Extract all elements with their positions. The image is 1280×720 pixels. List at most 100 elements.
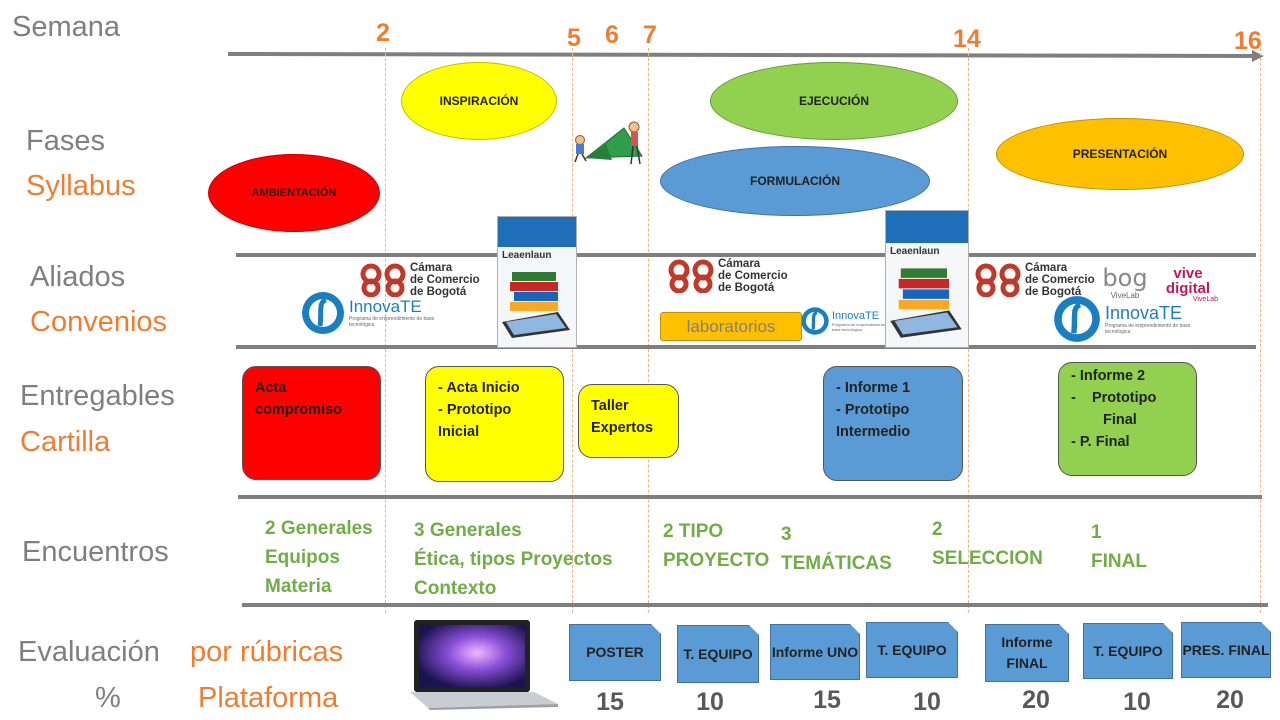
phase-inspiracion: INSPIRACIÓN (401, 62, 557, 140)
phase-ambientacion: AMBIENTACIÓN (208, 154, 380, 232)
week-number: 16 (1234, 27, 1262, 55)
row-label-evaluacion: Evaluación (18, 636, 160, 668)
encounter-line: 1 (1091, 522, 1102, 543)
ccb-logo: Cámara de Comercio de Bogotá (360, 262, 480, 298)
week-guide (385, 48, 386, 613)
laboratorios-label: laboratorios (660, 312, 802, 341)
week-number: 5 (567, 24, 581, 52)
evaluation-item: Informe UNO (770, 624, 860, 680)
row-label-percent: % (95, 682, 121, 714)
evaluation-percent: 15 (813, 686, 841, 714)
row-label-fases: Fases (26, 125, 105, 157)
innovate-subtext: Programa de emprendimiento de base tecno… (349, 316, 435, 328)
evaluation-item: T. EQUIPO (866, 622, 958, 678)
deliverable-card: - Informe 2 - Prototipo Final - P. Final (1058, 362, 1197, 476)
laptop-icon (410, 620, 558, 710)
encounter-line: Ética, tipos Proyectos (414, 549, 613, 570)
ccb-logo: Cámara de Comercio de Bogotá (975, 262, 1095, 298)
deliverable-line: Inicial (438, 424, 480, 440)
books-stack-icon (890, 268, 962, 338)
ccb-emblem-icon (668, 259, 714, 293)
encounter-line: 2 Generales (265, 518, 373, 539)
ccb-text: de Bogotá (410, 286, 467, 298)
deliverable-line: - Acta Inicio (438, 380, 520, 396)
digital-text: digital (1165, 280, 1211, 297)
bog-text: bog (1102, 264, 1148, 292)
ccb-text: Cámara (1025, 262, 1068, 274)
phase-presentacion: PRESENTACIÓN (996, 118, 1244, 190)
innovate-text: InnovaTE (832, 310, 880, 322)
evaluation-percent: 20 (1216, 686, 1244, 714)
encounter-line: Materia (265, 576, 332, 597)
deliverable-line: compromiso (255, 402, 343, 418)
row-separator (242, 603, 1268, 607)
phase-formulacion: FORMULACIÓN (660, 146, 930, 216)
week-number: 6 (605, 21, 619, 49)
ccb-text: Cámara (718, 258, 761, 270)
encounter-line: 3 (781, 524, 792, 545)
deliverable-card: - Informe 1 - Prototipo Intermedio (823, 366, 963, 481)
row-label-semana: Semana (12, 11, 121, 43)
encounter-line: FINAL (1091, 551, 1147, 572)
encounter-line: Contexto (414, 578, 497, 599)
innovate-logo: InnovaTE Programa de emprendimiento de b… (1052, 294, 1200, 344)
deliverable-line: Expertos (591, 420, 654, 436)
week-number: 2 (376, 19, 390, 47)
innovate-emblem-icon (1054, 296, 1100, 342)
vive-digital-logo: vive digital ViveLab (1158, 266, 1218, 303)
deliverable-line: Final (1103, 412, 1137, 428)
deliverable-line: - Prototipo (1071, 390, 1157, 406)
evaluation-percent: 10 (696, 688, 724, 716)
encounter-line: TEMÁTICAS (781, 553, 892, 574)
phase-label: FORMULACIÓN (750, 174, 840, 188)
evaluation-item: POSTER (569, 624, 661, 681)
deliverable-card: Acta compromiso (242, 366, 381, 480)
deliverable-card: Taller Expertos (578, 384, 679, 458)
ccb-emblem-icon (975, 263, 1021, 297)
encounter-block: 2 SELECCION (932, 515, 1043, 573)
evaluation-item: T. EQUIPO (1083, 623, 1173, 679)
books-stack-icon (502, 272, 570, 338)
phase-ejecucion: EJECUCIÓN (710, 62, 958, 140)
phase-label: PRESENTACIÓN (1072, 147, 1168, 161)
encounter-block: 3 Generales Ética, tipos Proyectos Conte… (414, 516, 613, 603)
row-label-aliados: Aliados (30, 261, 126, 293)
encounter-block: 3 TEMÁTICAS (781, 520, 892, 578)
week-guide (648, 48, 649, 613)
encounter-line: SELECCION (932, 548, 1043, 569)
vivelab-text: ViveLab (1110, 291, 1140, 300)
camping-tent-illustration (574, 121, 643, 165)
row-separator (236, 345, 1256, 349)
lea-title: Leaenlaun (502, 250, 552, 261)
encounter-block: 2 TIPO PROYECTO (663, 517, 769, 575)
deliverable-line: - Informe 1 (836, 380, 911, 396)
deliverable-card: - Acta Inicio - Prototipo Inicial (425, 366, 564, 482)
innovate-subtext: Programa de emprendimiento de base tecno… (832, 322, 891, 332)
evaluation-percent: 10 (913, 688, 941, 716)
innovate-logo: InnovaTE Programa de emprendimiento de b… (300, 290, 441, 336)
evaluation-item: PRES. FINAL (1181, 622, 1271, 678)
phase-label: EJECUCIÓN (798, 94, 869, 108)
row-label-entregables: Entregables (20, 380, 175, 412)
innovate-subtext: Programa de emprendimiento de base tecno… (1105, 322, 1191, 335)
lea-title: Leaenlaun (890, 246, 940, 257)
ccb-logo: Cámara de Comercio de Bogotá (668, 258, 788, 294)
row-separator (236, 253, 1256, 257)
week-number: 7 (643, 21, 657, 49)
deliverable-line: - Prototipo (836, 402, 910, 418)
encounter-line: 2 TIPO (663, 521, 724, 542)
innovate-emblem-icon (302, 292, 344, 334)
evaluation-percent: 20 (1022, 686, 1050, 714)
encounter-block: 1 FINAL (1091, 518, 1147, 576)
vive-text: vive (1173, 265, 1203, 282)
evaluation-item: Informe FINAL (985, 624, 1069, 682)
innovate-text: InnovaTE (349, 297, 422, 316)
deliverable-line: Intermedio (836, 424, 911, 440)
evaluation-percent: 10 (1123, 688, 1151, 716)
deliverable-line: - Informe 2 (1071, 368, 1146, 384)
encounter-line: Equipos (265, 547, 340, 568)
phase-label: AMBIENTACIÓN (251, 187, 337, 199)
row-label-cartilla: Cartilla (20, 426, 111, 458)
encounter-line: PROYECTO (663, 550, 770, 571)
week-number: 14 (953, 25, 981, 53)
